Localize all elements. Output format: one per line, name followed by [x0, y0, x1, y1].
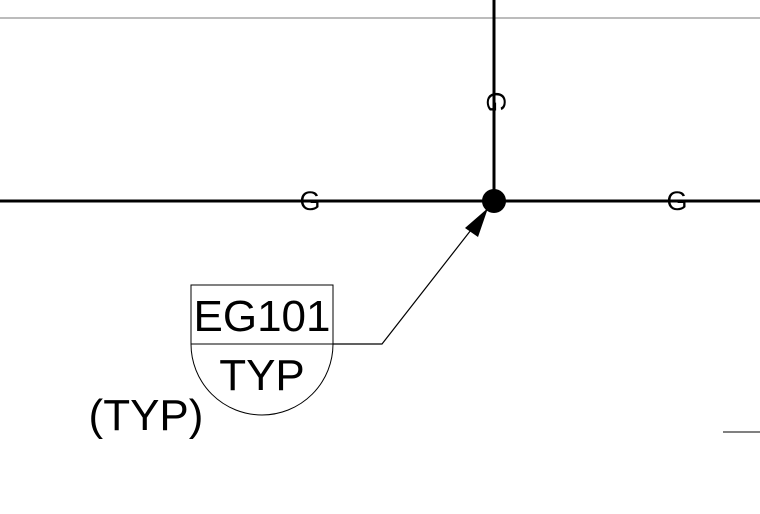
line-marker-left: G [299, 186, 320, 216]
detail-tag-semicircle [190, 343, 334, 416]
detail-tag-box [190, 284, 334, 345]
detail-tag-sheet: TYP [219, 351, 305, 400]
leader-line [333, 220, 479, 345]
leader-arrowhead [465, 208, 488, 237]
detail-tag-number: EG101 [194, 292, 331, 341]
line-marker-right: G [666, 186, 687, 216]
line-marker-vertical: G [481, 91, 511, 112]
junction-dot [482, 189, 506, 213]
typical-note: (TYP) [89, 391, 204, 440]
